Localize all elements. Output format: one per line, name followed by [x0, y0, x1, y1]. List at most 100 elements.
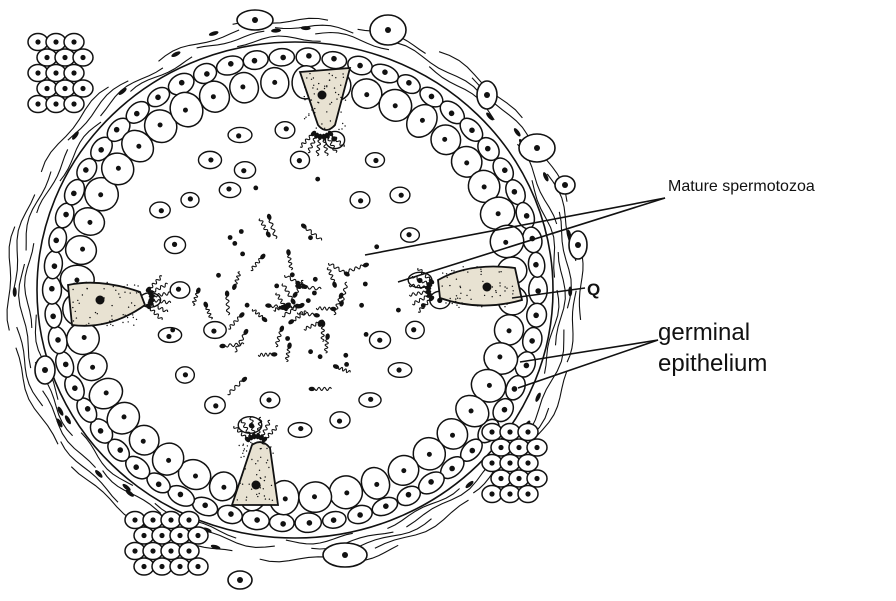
stipple-dot: [124, 292, 125, 293]
sperm-head: [362, 262, 369, 268]
connective-fiber: [14, 195, 35, 290]
sperm-head-dot: [313, 277, 318, 282]
stipple-dot: [460, 293, 461, 294]
sperm-head-dot: [232, 241, 237, 246]
sperm-head-dot: [240, 252, 245, 257]
stipple-dot: [236, 487, 237, 488]
fibroblast-nucleus: [271, 28, 281, 33]
stipple-dot: [481, 271, 482, 272]
sperm-head-dot: [170, 328, 175, 333]
stipple-dot: [268, 467, 269, 468]
stipple-dot: [262, 443, 263, 444]
stipple-dot: [244, 448, 245, 449]
stipple-dot: [249, 484, 250, 485]
sperm-head-dot: [359, 303, 364, 308]
stipple-dot: [119, 297, 120, 298]
sperm-tail: [409, 291, 425, 296]
interstitial-nucleus: [534, 445, 539, 450]
stipple-dot: [492, 286, 493, 287]
stipple-dot: [131, 302, 132, 303]
spermatid-nucleus: [159, 208, 164, 213]
stipple-dot: [118, 293, 119, 294]
sperm-tail: [205, 307, 212, 320]
stipple-dot: [344, 97, 345, 98]
stipple-dot: [332, 75, 333, 76]
sperm-head-dot: [228, 235, 233, 240]
stipple-dot: [462, 303, 463, 304]
sperm-head: [265, 303, 272, 308]
spermatid-nucleus: [236, 133, 241, 138]
stipple-dot: [504, 286, 505, 287]
stipple-dot: [133, 317, 134, 318]
sperm-head-dot: [374, 244, 379, 249]
stipple-dot: [267, 460, 268, 461]
loose-cell-nucleus: [484, 92, 490, 98]
loose-cell-nucleus: [385, 27, 391, 33]
stipple-dot: [123, 314, 124, 315]
stipple-dot: [245, 468, 246, 469]
spermatid-nucleus: [166, 334, 171, 339]
stipple-dot: [237, 499, 238, 500]
interstitial-nucleus: [80, 86, 85, 91]
spermatozoon: [284, 273, 309, 290]
stipple-dot: [311, 79, 312, 80]
interstitial-nucleus: [534, 476, 539, 481]
connective-fiber: [275, 25, 353, 33]
sertoli-nucleus: [96, 296, 105, 305]
stipple-dot: [133, 325, 134, 326]
stipple-dot: [259, 470, 260, 471]
stipple-dot: [338, 129, 339, 130]
stipple-dot: [272, 500, 273, 501]
stipple-dot: [321, 123, 322, 124]
interstitial-nucleus: [525, 460, 530, 465]
stipple-dot: [324, 88, 325, 89]
fibroblast-nucleus: [568, 286, 572, 296]
sperm-head-dot: [290, 272, 295, 277]
stipple-dot: [309, 73, 310, 74]
stipple-dot: [251, 459, 252, 460]
stipple-dot: [115, 290, 116, 291]
sperm-head: [225, 290, 230, 297]
stipple-dot: [342, 73, 343, 74]
interstitial-nucleus: [186, 548, 191, 553]
stipple-dot: [335, 92, 336, 93]
stipple-dot: [459, 286, 460, 287]
fibroblast-nucleus: [117, 87, 127, 96]
sperm-head: [309, 387, 315, 391]
fibroblast-nucleus: [64, 414, 73, 425]
stipple-dot: [324, 86, 325, 87]
sperm-tail: [225, 343, 244, 348]
stipple-dot: [86, 288, 87, 289]
cell-nucleus: [49, 286, 55, 292]
interstitial-nucleus: [177, 533, 182, 538]
stipple-dot: [240, 483, 241, 484]
stipple-dot: [500, 271, 501, 272]
stipple-dot: [271, 485, 272, 486]
loose-cell-nucleus: [575, 242, 581, 248]
interstitial-nucleus: [141, 564, 146, 569]
stipple-dot: [499, 285, 500, 286]
stipple-dot: [72, 289, 73, 290]
stipple-dot: [318, 83, 319, 84]
sperm-tail: [305, 227, 322, 242]
sperm-tail: [192, 293, 199, 306]
stipple-dot: [239, 445, 240, 446]
stipple-dot: [265, 498, 266, 499]
stipple-dot: [272, 453, 273, 454]
spermatogonium: [527, 252, 546, 278]
sperm-head-dot: [295, 281, 300, 286]
sperm-tail: [275, 331, 283, 347]
interstitial-nucleus: [62, 86, 67, 91]
stipple-dot: [97, 313, 98, 314]
stipple-dot: [266, 448, 267, 449]
interstitial-nucleus: [525, 429, 530, 434]
stipple-dot: [455, 301, 456, 302]
stipple-dot: [76, 282, 77, 283]
stipple-dot: [460, 287, 461, 288]
stipple-dot: [484, 295, 485, 296]
sperm-head: [238, 311, 246, 319]
interstitial-nucleus: [44, 86, 49, 91]
stipple-dot: [480, 274, 481, 275]
stipple-dot: [89, 317, 90, 318]
stipple-dot: [247, 445, 248, 446]
